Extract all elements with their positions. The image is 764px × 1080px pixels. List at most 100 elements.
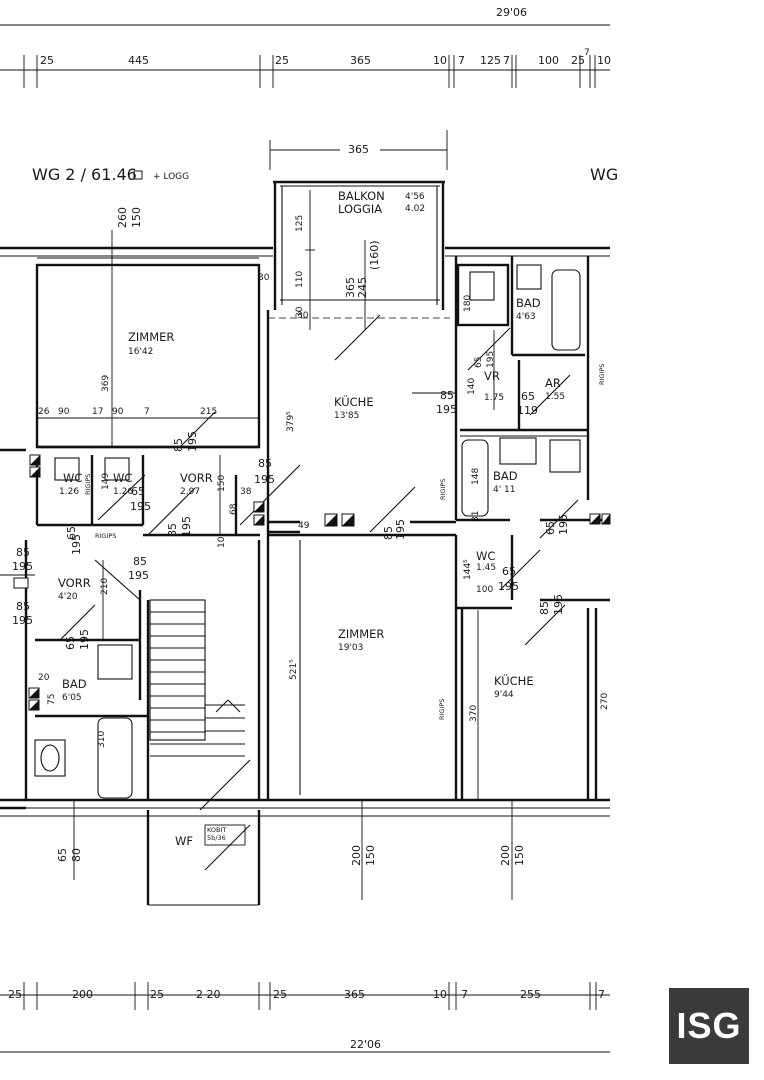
kueche2-door-195: 195 [552, 594, 565, 615]
vorr2-name: VORR [58, 576, 91, 590]
bad2-door-195: 195 [557, 514, 570, 535]
dim-30-balkon: 30 [295, 306, 305, 318]
room-zimmer-2: ZIMMER 19'03 521⁵ RIGIPS 200 150 [268, 533, 458, 900]
kueche2-name: KÜCHE [494, 672, 534, 688]
top-dimension-chain: 29'06 25 445 25 365 10 7 125 7 100 25 7 … [0, 6, 611, 88]
wc3-dim-195: 195 [498, 580, 519, 593]
unit-title-suffix: + LOGG [153, 172, 189, 182]
room-kueche-1: 30 KÜCHE 13'85 379⁵ 49 85 195 RIGIPS 85 … [266, 256, 458, 800]
wc-door-195: 195 [130, 500, 151, 513]
bad3-area: 6'05 [62, 693, 82, 703]
dim-10-vorr: 10 [217, 536, 227, 548]
vr-dim-65: 65 [474, 357, 484, 368]
balkon-name: BALKON [338, 189, 385, 203]
vorr2-top-85: 85 [133, 555, 147, 568]
dim-369: 369 [101, 375, 111, 392]
dim-30-kueche: 30 [297, 311, 309, 321]
vorr2-door2-195: 195 [12, 614, 33, 627]
vorr2-dim-65: 65 [65, 526, 78, 540]
bot-dim-2: 25 [150, 988, 164, 1001]
dim-210: 210 [100, 578, 110, 595]
bottom-dimension-chain: 25 200 25 2 20 25 365 10 7 255 7 22'06 [0, 982, 610, 1053]
dim-125: 125 [295, 215, 305, 232]
vr-area: 1.75 [484, 393, 504, 403]
rigips-label-5: RIGIPS [95, 532, 116, 540]
kobit-label-2: 5b/36 [207, 834, 226, 842]
wc-side-195: 195 [180, 516, 193, 537]
room-kueche-2: KÜCHE 9'44 370 270 200 150 [460, 608, 610, 900]
kueche2-dim-150: 150 [513, 845, 526, 866]
bad3-dim-80-bot: 80 [70, 848, 83, 862]
ar-area: 1.55 [545, 392, 565, 402]
vorr1-area: 2.97 [180, 487, 200, 497]
rowdim-90b: 90 [112, 407, 124, 417]
rowdim-7: 7 [144, 407, 150, 417]
top-dim-6: 125 [480, 54, 501, 67]
dim-20: 20 [38, 673, 50, 683]
middle-left-rooms: WC 1.26 WC 1.26 RIGIPS 149 65 195 RIGIPS… [29, 431, 301, 548]
dim-365-vert: 365 [344, 277, 357, 298]
vorr2-dim-195-v: 195 [70, 534, 83, 555]
ar-dim-65: 65 [521, 390, 535, 403]
bad1-area: 4'63 [516, 312, 536, 322]
bad2-area: 4' 11 [493, 485, 516, 495]
dim-148: 148 [471, 468, 481, 485]
kueche-door-195: 195 [436, 403, 457, 416]
top-dim-11: 10 [597, 54, 611, 67]
stairwell: WF KOBIT 5b/36 [146, 540, 261, 906]
bad3-name: BAD [62, 677, 87, 691]
bot-dim-4: 25 [273, 988, 287, 1001]
wc3-name: WC [476, 549, 495, 563]
dim-110: 110 [295, 271, 305, 288]
vorr-door-195: 195 [254, 473, 275, 486]
dim-30-zimmer: 30 [258, 273, 270, 283]
wc3-dim-65: 65 [502, 565, 516, 578]
bot-dim-8: 255 [520, 988, 541, 1001]
dim-370: 370 [469, 705, 479, 722]
kueche1-area: 13'85 [334, 411, 359, 421]
vorr2-door1-85: 85 [16, 546, 30, 559]
dim-1445: 144⁵ [463, 559, 473, 580]
bot-dim-6: 10 [433, 988, 447, 1001]
top-dim-8: 100 [538, 54, 559, 67]
kueche2-area: 9'44 [494, 690, 514, 700]
lower-left-rooms: VORR 4'20 85 195 85 195 85 195 65 195 21… [0, 448, 150, 880]
wc2-name: WC [113, 471, 132, 485]
ar-name: AR [545, 376, 561, 390]
dim-150-vorr: 150 [217, 475, 227, 492]
balkon-area: 4'56 [405, 192, 425, 202]
bot-dim-7: 7 [461, 988, 468, 1001]
room-zimmer-1: ZIMMER 16'42 260 150 369 26 90 17 90 7 2… [35, 207, 270, 449]
kueche-dim-195: 195 [394, 519, 407, 540]
isg-logo: ISG [669, 988, 749, 1064]
balcony-loggia: BALKON LOGGIA 4'56 4.02 125 110 30 365 2… [273, 180, 445, 330]
vorr-dim-195: 195 [186, 431, 199, 452]
dim-5215: 521⁵ [289, 659, 299, 680]
wc1-area: 1.26 [59, 487, 79, 497]
dim-180: 180 [463, 295, 473, 312]
vorr-door-85: 85 [258, 457, 272, 470]
top-dim-3: 365 [350, 54, 371, 67]
vorr1-name: VORR [180, 471, 213, 485]
dim-38: 38 [240, 487, 252, 497]
top-dim-9: 25 [571, 54, 585, 67]
bottom-overall-dim: 22'06 [350, 1038, 381, 1051]
bot-dim-5: 365 [344, 988, 365, 1001]
rowdim-26: 26 [38, 407, 50, 417]
rowdim-90a: 90 [58, 407, 70, 417]
wf-name: WF [175, 834, 193, 848]
dim-270: 270 [600, 693, 610, 710]
kobit-label: KOBIT [207, 826, 226, 834]
exterior-walls [0, 246, 610, 817]
dim-68: 68 [229, 503, 239, 515]
bad2-door-65: 65 [544, 521, 557, 535]
dim-245: 245 [356, 277, 369, 298]
dim-3105: 310 [97, 731, 107, 748]
zimmer2-dim-150: 150 [364, 845, 377, 866]
dim-100: 100 [476, 585, 493, 595]
top-dim-10: 7 [584, 48, 590, 58]
wc2-area: 1.26 [113, 487, 133, 497]
top-overall-dim: 29'06 [496, 6, 527, 19]
wc-side-85: 85 [166, 523, 179, 537]
zimmer2-name: ZIMMER [338, 627, 384, 641]
